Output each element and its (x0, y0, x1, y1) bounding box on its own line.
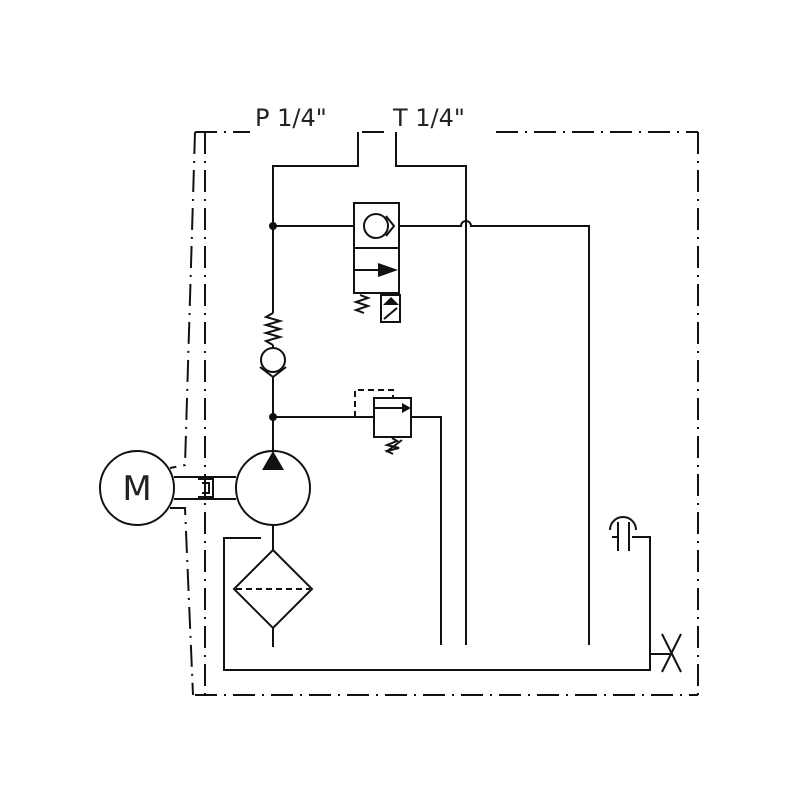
hydraulic-pump (235, 450, 311, 526)
spring-icon (352, 294, 372, 314)
tank-port-label: T 1/4" (392, 104, 465, 132)
solenoid-valve (352, 202, 401, 323)
drain-line (223, 536, 651, 671)
power-unit-boundary (169, 131, 699, 696)
valve-line (273, 220, 590, 645)
motor-label: M (122, 469, 151, 509)
check-valve (259, 312, 287, 379)
flow-arrow-icon (378, 263, 398, 277)
drain-plug-icon (650, 633, 682, 673)
relief-valve (273, 389, 442, 645)
shaft-coupling (174, 476, 236, 500)
check-ball-icon (363, 213, 389, 239)
pressure-port-label: P 1/4" (255, 104, 327, 132)
electric-motor: M (99, 450, 175, 526)
breather-icon (609, 516, 637, 551)
suction-filter (232, 525, 314, 647)
pressure-line (269, 132, 359, 451)
tank-line (395, 132, 467, 645)
solenoid-icon (380, 294, 401, 323)
